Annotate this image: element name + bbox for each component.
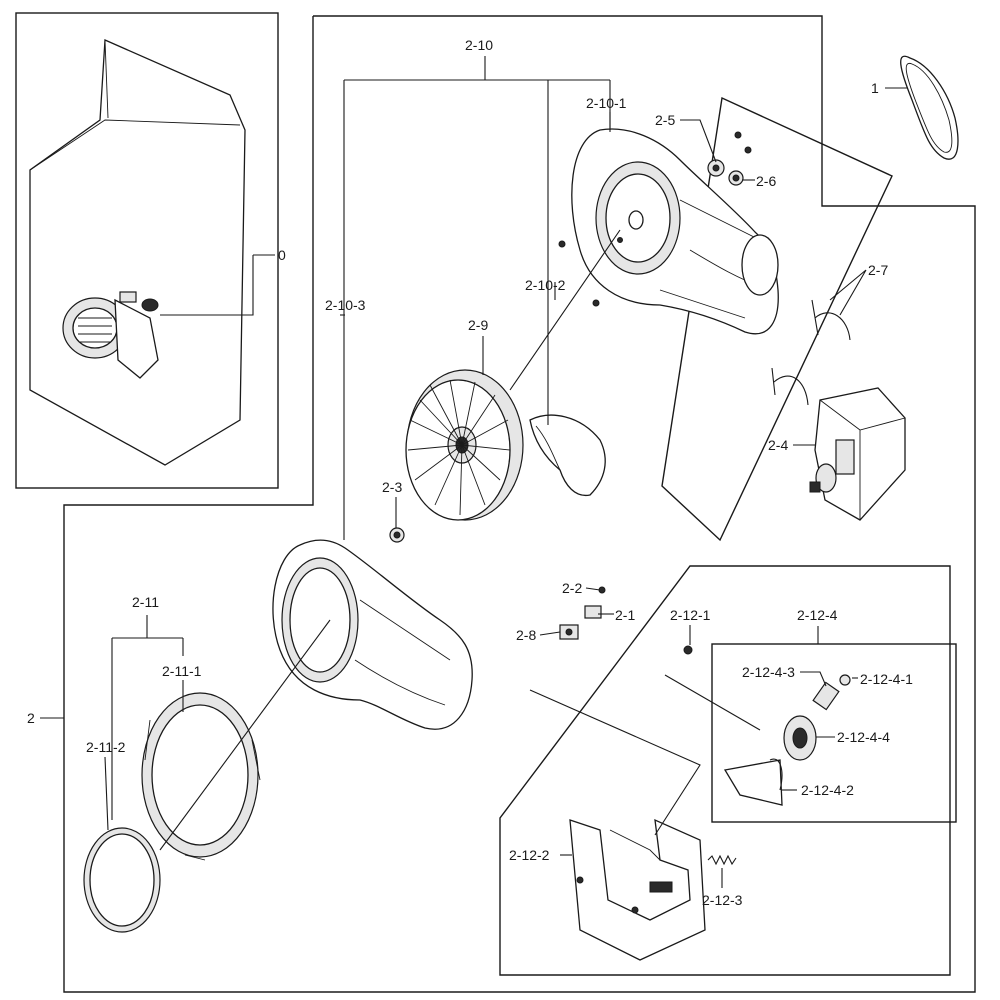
label-2-6: 2-6 bbox=[756, 173, 776, 189]
label-2-10-1: 2-10-1 bbox=[586, 95, 627, 111]
seal-gasket-illustration bbox=[83, 827, 161, 933]
leader-lines bbox=[40, 56, 907, 888]
fan-impeller-illustration bbox=[405, 369, 524, 521]
cabinet-overview-illustration bbox=[29, 39, 246, 466]
main-assembly-frame bbox=[63, 15, 976, 993]
label-2-12-4-4: 2-12-4-4 bbox=[837, 729, 890, 745]
bracket-group-frame bbox=[499, 565, 951, 976]
tension-spring-illustration bbox=[707, 854, 737, 866]
label-2-12-2: 2-12-2 bbox=[509, 847, 550, 863]
label-2-12-4-1: 2-12-4-1 bbox=[860, 671, 913, 687]
label-2-1: 2-1 bbox=[615, 607, 635, 623]
thermostat-parts-illustration bbox=[559, 586, 606, 640]
label-2-9: 2-9 bbox=[468, 317, 488, 333]
label-2-12-1: 2-12-1 bbox=[670, 607, 711, 623]
label-2-7: 2-7 bbox=[868, 262, 888, 278]
label-2-11-2: 2-11-2 bbox=[86, 739, 126, 755]
label-2: 2 bbox=[27, 710, 35, 726]
fan-nut-illustration bbox=[389, 527, 405, 543]
label-2-10-3: 2-10-3 bbox=[325, 297, 366, 313]
label-1: 1 bbox=[871, 80, 879, 96]
idler-group-frame bbox=[711, 643, 957, 823]
label-2-12-4: 2-12-4 bbox=[797, 607, 838, 623]
label-2-12-4-3: 2-12-4-3 bbox=[742, 664, 795, 680]
front-fan-housing-illustration bbox=[272, 539, 473, 730]
label-2-2: 2-2 bbox=[562, 580, 582, 596]
bracket-screw-illustration bbox=[683, 645, 693, 655]
label-2-3: 2-3 bbox=[382, 479, 402, 495]
label-2-12-4-2: 2-12-4-2 bbox=[801, 782, 854, 798]
motor-bracket-illustration bbox=[569, 818, 706, 961]
label-2-5: 2-5 bbox=[655, 112, 675, 128]
motor-group-frame bbox=[661, 96, 893, 542]
label-2-12-3: 2-12-3 bbox=[702, 892, 743, 908]
inlet-housing-illustration bbox=[141, 692, 261, 861]
idler-pulley-assembly-illustration bbox=[723, 674, 851, 806]
label-2-11: 2-11 bbox=[132, 594, 159, 610]
label-2-11-1: 2-11-1 bbox=[162, 663, 202, 679]
air-duct-piece-illustration bbox=[529, 414, 606, 497]
drive-belt-illustration bbox=[900, 55, 959, 160]
label-0: 0 bbox=[278, 247, 286, 263]
rear-fan-housing-illustration bbox=[558, 128, 779, 335]
label-2-4: 2-4 bbox=[768, 437, 788, 453]
motor-clips-illustration bbox=[771, 299, 851, 406]
label-2-10: 2-10 bbox=[465, 37, 493, 53]
label-2-8: 2-8 bbox=[516, 627, 536, 643]
label-2-10-2: 2-10-2 bbox=[525, 277, 566, 293]
assembly-overview-frame bbox=[15, 12, 279, 489]
callout-labels: 0 1 2 2-1 2-2 2-3 2-4 2-5 2-6 2-7 2-8 2-… bbox=[27, 37, 913, 908]
drive-motor-illustration bbox=[809, 387, 906, 521]
mounting-bolts-illustration bbox=[707, 131, 752, 186]
